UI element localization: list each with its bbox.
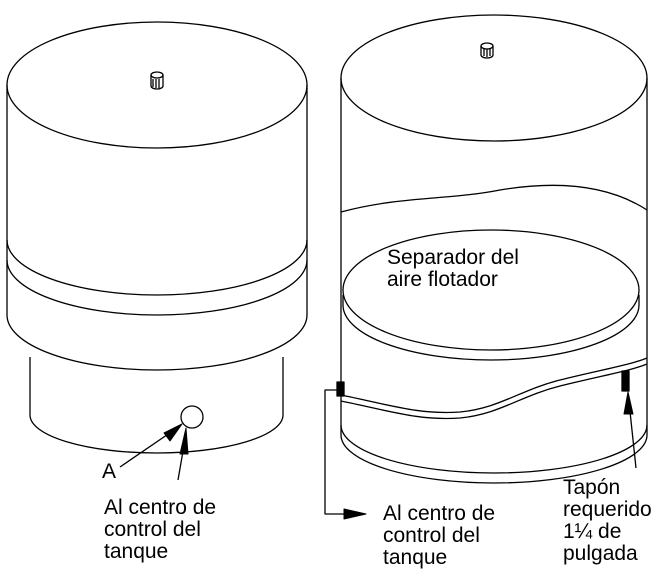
caption-line: Al centro de bbox=[104, 496, 217, 519]
right-tank-bottom-ring-1 bbox=[340, 424, 648, 474]
right-tank-lower-wave-1 bbox=[340, 357, 648, 414]
right-tank-left-fitting bbox=[336, 381, 345, 397]
left-tank bbox=[6, 21, 308, 481]
right-center-arrowhead bbox=[343, 508, 367, 520]
left-tank-top-fitting bbox=[150, 71, 164, 90]
right-tank-right-fitting bbox=[621, 370, 630, 392]
right-center-caption: Al centro de control del tanque bbox=[383, 503, 495, 569]
left-tank-band-upper bbox=[6, 239, 308, 296]
caption-line: requerido bbox=[563, 498, 652, 521]
caption-line: 1¼ de bbox=[563, 520, 622, 543]
caption-line: Tapón bbox=[563, 476, 621, 499]
right-tank bbox=[324, 14, 648, 520]
right-tank-top bbox=[340, 14, 648, 142]
label-a: A bbox=[102, 460, 117, 483]
float-separator-label: Separador del aire flotador bbox=[387, 247, 519, 291]
plug-arrowhead bbox=[623, 391, 634, 415]
right-tank-wave bbox=[340, 184, 648, 213]
caption-line: pulgada bbox=[563, 542, 638, 565]
float-separator-bottom bbox=[342, 295, 640, 361]
caption-line: tanque bbox=[104, 540, 169, 563]
right-tank-bottom-ring-2 bbox=[340, 434, 648, 484]
caption-line: Al centro de bbox=[383, 502, 496, 525]
caption-line: aire flotador bbox=[387, 268, 498, 291]
plug-caption: Tapón requerido 1¼ de pulgada bbox=[563, 477, 652, 565]
left-tank-body-bottom bbox=[6, 314, 308, 371]
float-separator bbox=[342, 229, 640, 351]
left-tank-outlet-port bbox=[180, 405, 204, 429]
left-tank-caption: Al centro de control del tanque bbox=[104, 497, 216, 563]
right-center-leader bbox=[324, 389, 350, 515]
left-tank-top bbox=[6, 21, 308, 149]
right-tank-lower-wave-2 bbox=[340, 363, 648, 420]
left-tank-band-lower bbox=[6, 259, 308, 316]
left-tank-base-bottom bbox=[29, 414, 284, 454]
caption-line: control del bbox=[383, 524, 480, 547]
label-a-arrowhead bbox=[163, 423, 183, 442]
caption-line: tanque bbox=[383, 546, 448, 569]
caption-line: Separador del bbox=[387, 246, 519, 269]
caption-line: control del bbox=[104, 518, 201, 541]
left-caption-arrowhead bbox=[179, 427, 189, 455]
right-tank-top-fitting bbox=[480, 42, 494, 59]
